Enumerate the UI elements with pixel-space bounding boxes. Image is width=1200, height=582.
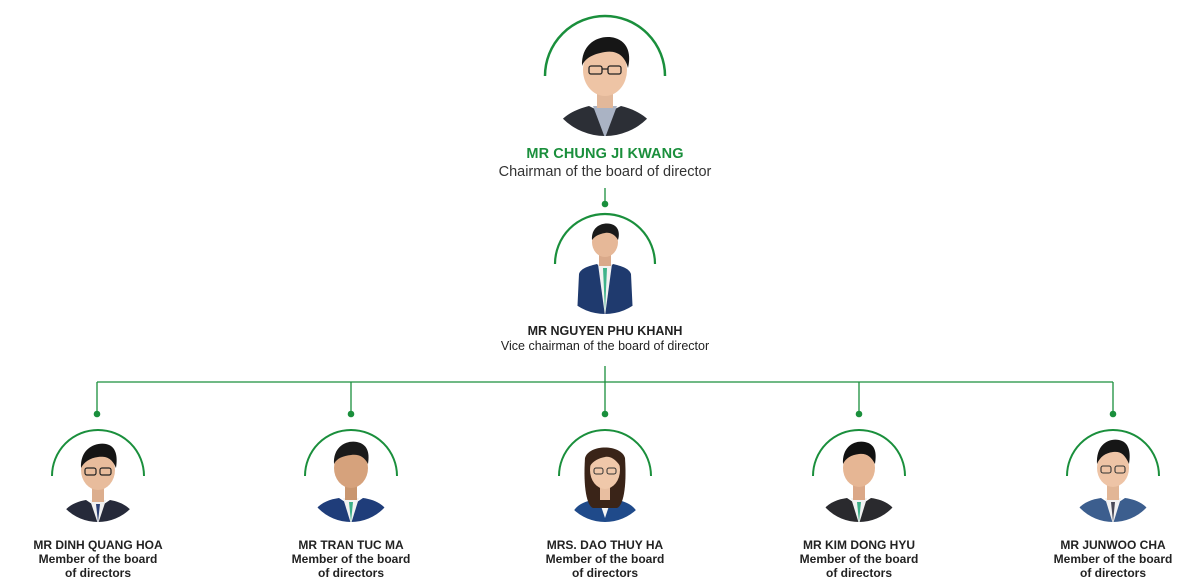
vice-chairman-portrait: [553, 212, 657, 316]
member-name: MR KIM DONG HYU: [803, 538, 915, 552]
member-role-line1: Member of the board: [291, 552, 411, 566]
member-name: MR JUNWOO CHA: [1060, 538, 1166, 552]
board-member-card: MRS. DAO THUY HA Member of the board of …: [520, 428, 690, 580]
member-portrait: [1065, 428, 1161, 524]
member-role-line2: of directors: [1079, 566, 1146, 580]
vice-chairman-card: MR NGUYEN PHU KHANH Vice chairman of the…: [440, 212, 770, 353]
member-role-line1: Member of the board: [545, 552, 665, 566]
connector-dot: [601, 200, 609, 208]
member-role-line1: Member of the board: [799, 552, 919, 566]
person-photo-icon: [555, 214, 655, 314]
board-member-card: MR DINH QUANG HOA Member of the board of…: [13, 428, 183, 580]
connector-dot: [93, 410, 101, 418]
member-role-line2: of directors: [571, 566, 638, 580]
connector-dot: [1109, 410, 1117, 418]
board-member-card: MR KIM DONG HYU Member of the board of d…: [774, 428, 944, 580]
board-member-card: MR TRAN TUC MA Member of the board of di…: [266, 428, 436, 580]
person-photo-icon: [545, 16, 665, 136]
person-photo-icon: [52, 430, 144, 522]
member-name: MR DINH QUANG HOA: [33, 538, 163, 552]
chairman-card: MR CHUNG JI KWANG Chairman of the board …: [440, 14, 770, 180]
member-portrait: [303, 428, 399, 524]
person-photo-icon: [813, 430, 905, 522]
connector-dot: [347, 410, 355, 418]
member-role-line2: of directors: [825, 566, 892, 580]
person-photo-icon: [559, 430, 651, 522]
chairman-role: Chairman of the board of director: [498, 164, 712, 180]
member-portrait: [557, 428, 653, 524]
member-portrait: [811, 428, 907, 524]
connector-dot: [601, 410, 609, 418]
member-name: MR TRAN TUC MA: [298, 538, 404, 552]
person-photo-icon: [1067, 430, 1159, 522]
chairman-name: MR CHUNG JI KWANG: [526, 146, 684, 162]
member-role-line2: of directors: [64, 566, 131, 580]
chairman-portrait: [543, 14, 667, 138]
vice-chairman-role: Vice chairman of the board of director: [500, 339, 710, 353]
person-photo-icon: [305, 430, 397, 522]
member-role-line2: of directors: [317, 566, 384, 580]
member-role-line1: Member of the board: [1053, 552, 1173, 566]
member-name: MRS. DAO THUY HA: [546, 538, 664, 552]
board-member-card: MR JUNWOO CHA Member of the board of dir…: [1028, 428, 1198, 580]
connector-dot: [855, 410, 863, 418]
member-portrait: [50, 428, 146, 524]
vice-chairman-name: MR NGUYEN PHU KHANH: [527, 324, 683, 338]
member-role-line1: Member of the board: [38, 552, 158, 566]
